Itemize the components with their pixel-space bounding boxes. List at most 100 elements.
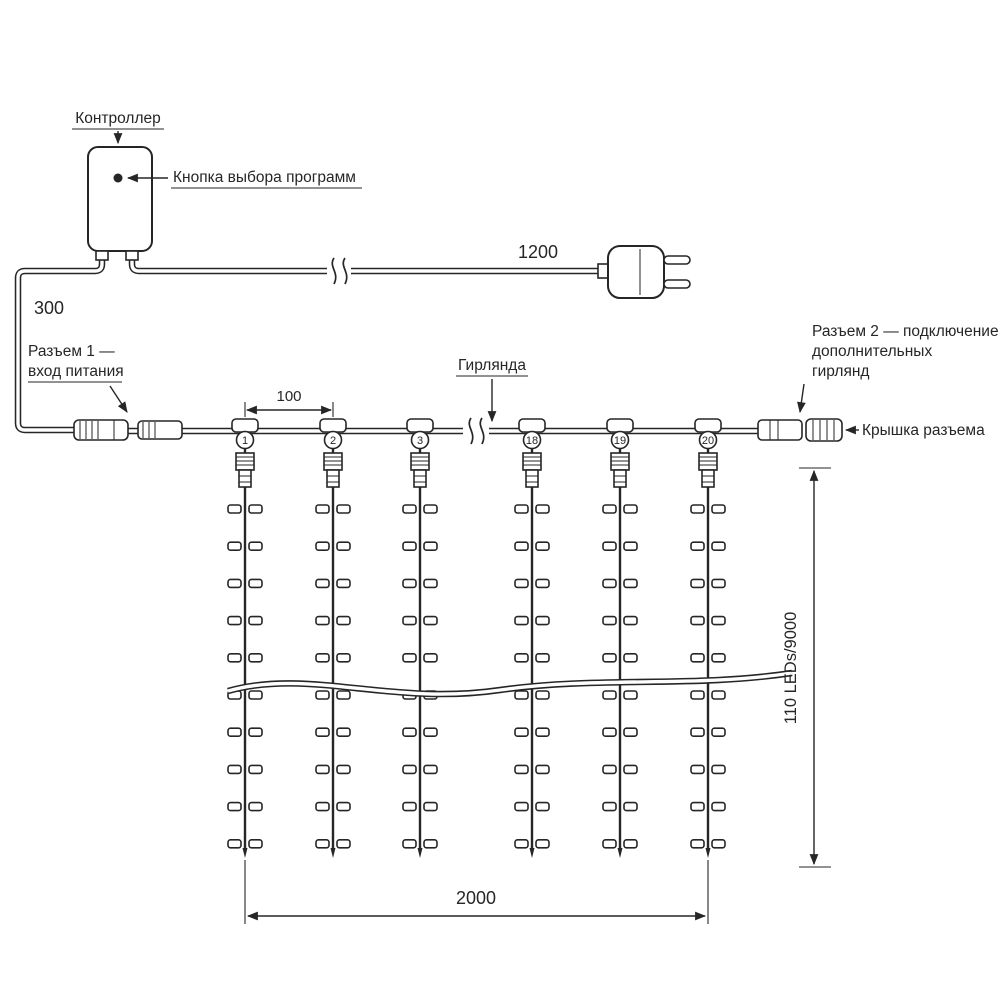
led-lamp [336,764,351,775]
led-lamp [227,764,242,775]
led-lamp [535,838,550,849]
led-lamp [423,578,438,589]
led-lamp [248,578,263,589]
led-lamp [623,615,638,626]
led-lamp [514,801,529,812]
power-cable-core [130,258,600,273]
led-lamp [690,838,705,849]
led-lamp [602,541,617,552]
led-lamp [402,615,417,626]
connector2-label-line3: гирлянд [812,363,869,380]
led-lamp [623,652,638,663]
led-lamp [423,801,438,812]
led-lamp [514,727,529,738]
led-lamp [711,727,726,738]
led-lamp [535,578,550,589]
led-lamp [711,764,726,775]
led-lamp [423,652,438,663]
led-lamp [623,690,638,700]
led-lamp [336,727,351,738]
led-lamp [248,727,263,738]
string-tip [417,848,423,858]
led-lamp [336,801,351,812]
led-lamp [514,578,529,589]
led-lamp [514,690,529,700]
led-lamp [711,615,726,626]
led-lamp [227,801,242,812]
led-drop-string [514,418,550,858]
led-lamp [623,801,638,812]
led-lamp [315,690,330,700]
led-lamp [227,541,242,552]
led-lamp [623,838,638,849]
connector2-socket [757,419,803,441]
led-lamp [690,801,705,812]
led-lamp [315,801,330,812]
led-lamp [535,652,550,663]
led-lamp [690,578,705,589]
led-lamp [423,615,438,626]
controller-label: Контроллер [75,110,161,127]
drop-number: 19 [614,435,626,447]
led-lamp [711,578,726,589]
led-lamp [423,727,438,738]
controller-terminal-left [95,250,109,261]
led-lamp [402,578,417,589]
led-lamp [623,727,638,738]
string-tip [617,848,623,858]
led-lamp [227,504,242,514]
dim-2000-label: 2000 [456,888,496,908]
led-lamp [623,578,638,589]
led-lamp [711,690,726,700]
led-lamp [248,652,263,663]
led-lamp [535,541,550,552]
led-lamp [690,764,705,775]
led-lamp [711,801,726,812]
garland-label: Гирлянда [458,357,526,374]
cables-layer [14,258,772,435]
power-cable-length-label: 1200 [518,242,558,262]
led-lamp [690,541,705,552]
led-lamp [535,504,550,514]
led-drop-string [690,418,726,858]
led-lamp [336,504,351,514]
led-lamp [248,690,263,700]
led-lamp [315,652,330,663]
led-lamp [423,838,438,849]
dimensions-layer [244,402,831,924]
led-lamp [315,838,330,849]
led-lamp [602,615,617,626]
led-lamp [711,504,726,514]
led-lamp [315,727,330,738]
led-lamp [602,504,617,514]
led-lamp [711,652,726,663]
led-lamp [423,764,438,775]
curtain-cable [227,669,793,698]
led-lamp [402,727,417,738]
led-lamp [602,578,617,589]
program-button-dot [113,173,123,183]
led-lamp [402,504,417,514]
break-symbol-main-wire [463,417,489,445]
led-drop-string [315,418,351,858]
string-tip [705,848,711,858]
drop-number: 20 [702,435,714,447]
led-lamp [423,504,438,514]
connector-cap [805,418,843,442]
input-cable-core [16,258,104,432]
led-lamp [336,838,351,849]
led-lamp [336,578,351,589]
led-lamp [227,652,242,663]
led-lamp [248,764,263,775]
program-button-label: Кнопка выбора программ [173,169,356,186]
led-lamp [227,615,242,626]
break-symbol-power-cable [327,257,351,285]
drop-number: 1 [242,435,248,447]
connector1-leader-arrow [109,385,128,413]
led-lamp [248,838,263,849]
led-lamp [535,615,550,626]
led-lamp [690,615,705,626]
led-drop-string [227,418,263,858]
led-lamp [535,764,550,775]
